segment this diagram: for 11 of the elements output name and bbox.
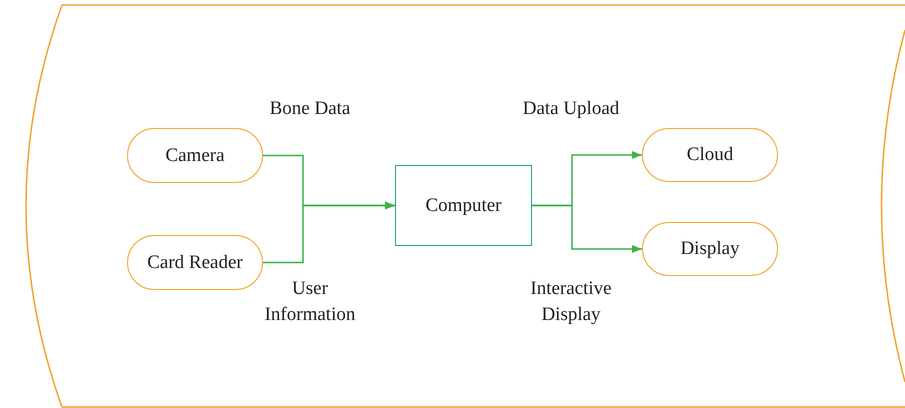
process-box: Computer [395,165,532,246]
terminal-pill: Card Reader [127,235,263,290]
terminal-pill: Cloud [642,128,778,182]
edge-label: Bone Data [268,97,352,121]
edge-label: Interactive Display [529,277,613,327]
terminal-pill: Camera [127,128,263,183]
edge-label: User Information [264,277,356,327]
terminal-pill: Display [642,222,778,276]
arrow [263,202,395,264]
arrow [532,204,642,253]
edge-label: Data Upload [522,97,620,121]
